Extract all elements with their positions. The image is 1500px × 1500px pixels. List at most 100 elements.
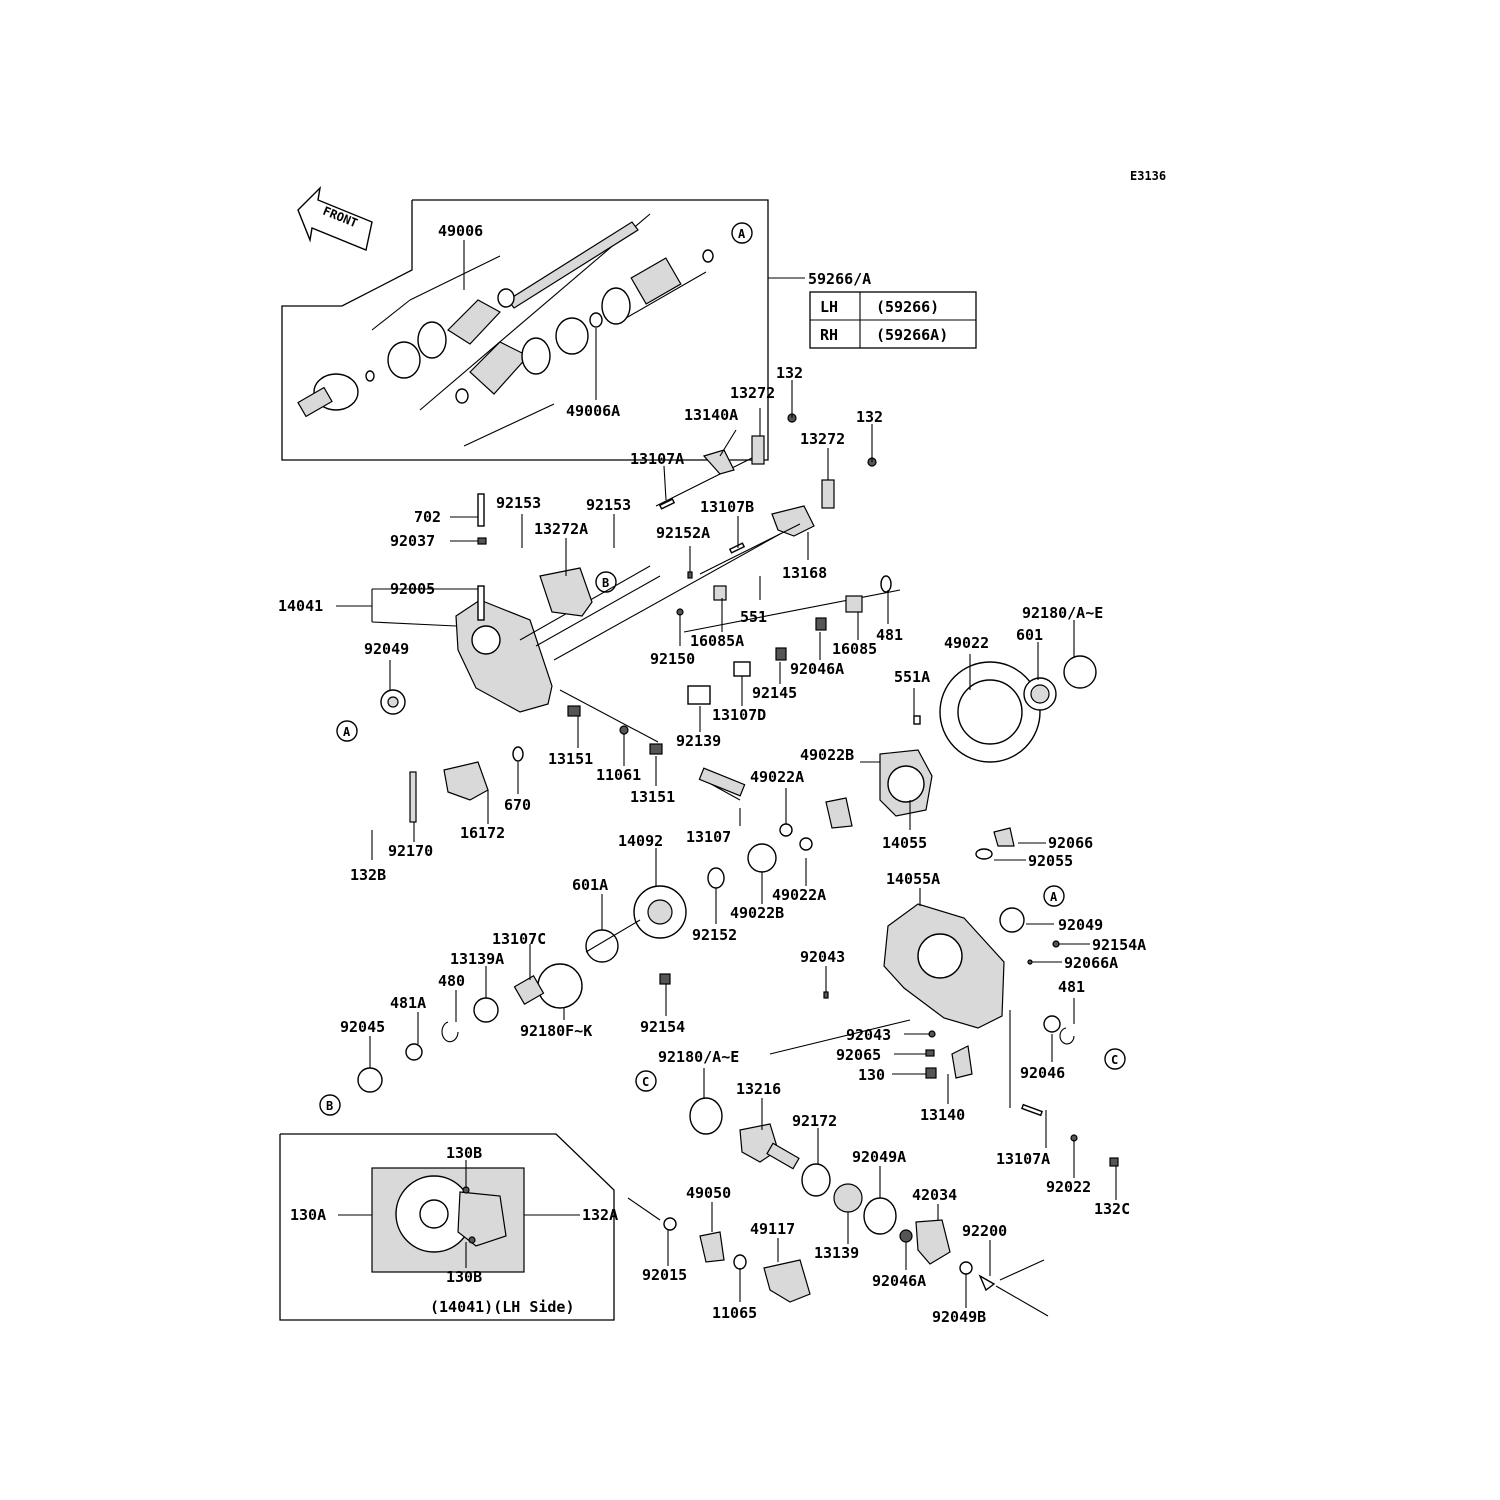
- callout-a-right: A: [1043, 885, 1065, 907]
- label-49022a-b: 49022A: [772, 886, 826, 904]
- label-16085a: 16085A: [690, 632, 744, 650]
- label-16085: 16085: [832, 640, 877, 658]
- svg-text:A: A: [738, 227, 746, 241]
- label-13272-b: 13272: [800, 430, 845, 448]
- label-92046a-b: 92046A: [872, 1272, 926, 1290]
- label-92066: 92066: [1048, 834, 1093, 852]
- label-92200: 92200: [962, 1222, 1007, 1240]
- label-92154: 92154: [640, 1018, 685, 1036]
- label-59266-kit: 59266/A: [808, 270, 871, 288]
- inset-case-drawing: [371, 1167, 525, 1273]
- inset-frame: [279, 1133, 615, 1321]
- label-49022: 49022: [944, 634, 989, 652]
- label-92049a: 92049A: [852, 1148, 906, 1166]
- label-92172: 92172: [792, 1112, 837, 1130]
- label-13140: 13140: [920, 1106, 965, 1124]
- label-49022b-a: 49022B: [800, 746, 854, 764]
- drive-shaft-drawing: [297, 213, 714, 447]
- svg-text:B: B: [326, 1099, 333, 1113]
- label-11065: 11065: [712, 1304, 757, 1322]
- label-601a: 601A: [572, 876, 608, 894]
- label-132b: 132B: [350, 866, 386, 884]
- label-13107d: 13107D: [712, 706, 766, 724]
- label-13140a: 13140A: [684, 406, 738, 424]
- label-92005: 92005: [390, 580, 435, 598]
- label-92152a: 92152A: [656, 524, 710, 542]
- label-132-b: 132: [856, 408, 883, 426]
- label-92153-a: 92153: [496, 494, 541, 512]
- kit-row-lh-part: (59266): [876, 298, 939, 316]
- label-92055: 92055: [1028, 852, 1073, 870]
- label-13107a: 13107A: [630, 450, 684, 468]
- kit-row-rh-part: (59266A): [876, 326, 948, 344]
- label-92015: 92015: [642, 1266, 687, 1284]
- callout-c-left: C: [635, 1070, 657, 1092]
- label-14041: 14041: [278, 597, 323, 615]
- shaft-kit-frame: [281, 199, 769, 461]
- callout-b-mid: B: [595, 571, 617, 593]
- label-92065: 92065: [836, 1046, 881, 1064]
- kit-table: LH (59266) RH (59266A): [809, 291, 977, 349]
- callout-a-left: A: [336, 720, 358, 742]
- label-670: 670: [504, 796, 531, 814]
- label-481-a: 481: [876, 626, 903, 644]
- label-13139: 13139: [814, 1244, 859, 1262]
- label-92139: 92139: [676, 732, 721, 750]
- label-92043-b: 92043: [846, 1026, 891, 1044]
- callout-b-left: B: [319, 1094, 341, 1116]
- leader-lines: [336, 240, 1117, 1308]
- label-92180fk: 92180F~K: [520, 1022, 592, 1040]
- front-arrow-icon: FRONT: [297, 185, 373, 251]
- label-49050: 49050: [686, 1184, 731, 1202]
- label-92049b: 92049B: [932, 1308, 986, 1326]
- svg-text:A: A: [343, 725, 351, 739]
- label-13107: 13107: [686, 828, 731, 846]
- label-92046a-a: 92046A: [790, 660, 844, 678]
- diagram-code: E3136: [1130, 169, 1166, 183]
- svg-text:C: C: [642, 1075, 649, 1089]
- label-13107a-b: 13107A: [996, 1150, 1050, 1168]
- kit-row-lh-side: LH: [820, 298, 838, 316]
- label-702: 702: [414, 508, 441, 526]
- label-130: 130: [858, 1066, 885, 1084]
- label-130b-b: 130B: [446, 1268, 482, 1286]
- label-481a: 481A: [390, 994, 426, 1012]
- label-49022b-b: 49022B: [730, 904, 784, 922]
- label-92049-b: 92049: [1058, 916, 1103, 934]
- label-13107c: 13107C: [492, 930, 546, 948]
- label-13139a: 13139A: [450, 950, 504, 968]
- label-92037: 92037: [390, 532, 435, 550]
- label-92043-a: 92043: [800, 948, 845, 966]
- label-92049-a: 92049: [364, 640, 409, 658]
- label-481-b: 481: [1058, 978, 1085, 996]
- label-92180ae-b: 92180/A~E: [658, 1048, 739, 1066]
- label-13272-a: 13272: [730, 384, 775, 402]
- kit-row-rh-side: RH: [820, 326, 838, 344]
- label-480: 480: [438, 972, 465, 990]
- bottom-parts-drawing: [627, 1019, 1049, 1317]
- label-92180ae-a: 92180/A~E: [1022, 604, 1103, 622]
- differential-drawing: [357, 655, 1097, 1093]
- svg-text:A: A: [1050, 890, 1058, 904]
- svg-text:C: C: [1111, 1053, 1118, 1067]
- label-42034: 42034: [912, 1186, 957, 1204]
- label-132c: 132C: [1094, 1200, 1130, 1218]
- label-92170: 92170: [388, 842, 433, 860]
- label-13272a: 13272A: [534, 520, 588, 538]
- callout-c-right: C: [1104, 1048, 1126, 1070]
- label-13151-b: 13151: [630, 788, 675, 806]
- label-92022: 92022: [1046, 1178, 1091, 1196]
- label-92145: 92145: [752, 684, 797, 702]
- label-92153-b: 92153: [586, 496, 631, 514]
- label-49022a-a: 49022A: [750, 768, 804, 786]
- label-14055: 14055: [882, 834, 927, 852]
- svg-text:B: B: [602, 576, 609, 590]
- label-130a: 130A: [290, 1206, 326, 1224]
- label-132a: 132A: [582, 1206, 618, 1224]
- label-11061: 11061: [596, 766, 641, 784]
- label-13216: 13216: [736, 1080, 781, 1098]
- label-92152: 92152: [692, 926, 737, 944]
- inset-caption: (14041)(LH Side): [430, 1298, 575, 1316]
- label-49006: 49006: [438, 222, 483, 240]
